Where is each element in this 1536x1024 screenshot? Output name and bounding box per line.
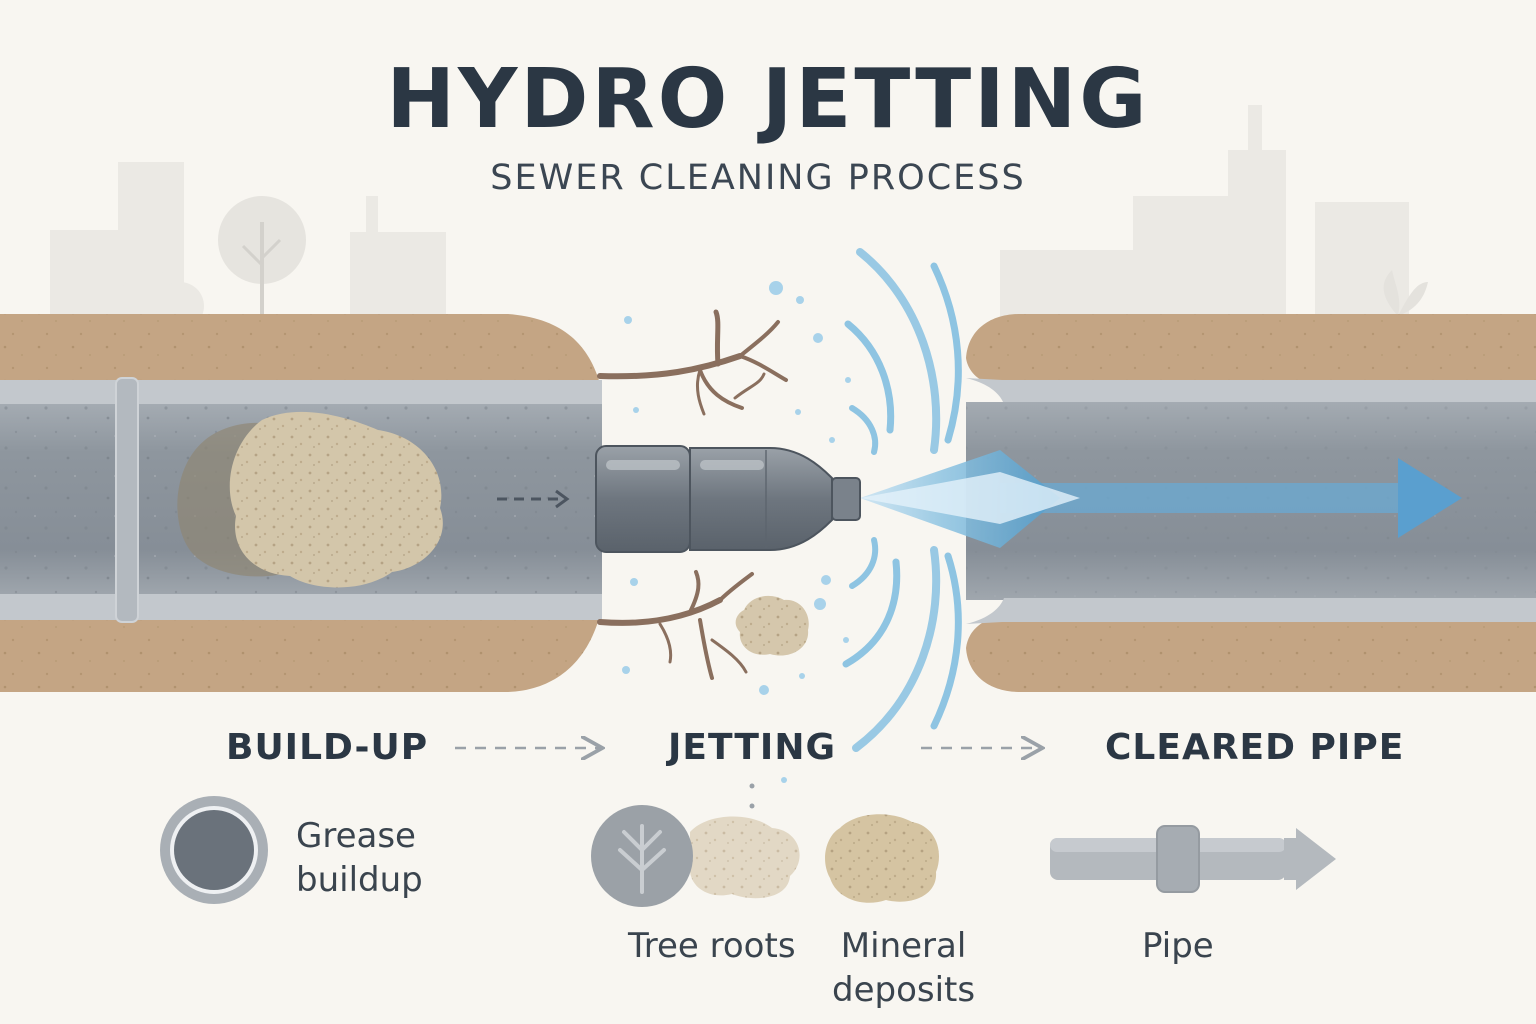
pipe-joint	[115, 377, 139, 623]
stage-label-cleared-pipe: CLEARED PIPE	[1105, 727, 1405, 768]
stage-label-buildup: BUILD-UP	[226, 727, 429, 768]
pipe-wall-bottom	[0, 594, 602, 620]
legend-grease-line2: buildup	[296, 860, 423, 900]
water-spray	[842, 248, 962, 752]
legend-grease-label: Grease buildup	[296, 814, 423, 902]
tree-roots-icon	[591, 805, 800, 907]
legend-tree-roots-label: Tree roots	[628, 926, 796, 966]
grease-buildup-icon	[160, 796, 268, 904]
legend-mineral-label: Mineral deposits	[832, 924, 975, 1012]
legend-pipe-label: Pipe	[1142, 926, 1214, 966]
jet-nozzle	[595, 445, 861, 553]
tree-roots	[597, 309, 788, 680]
left-pipe-section	[0, 314, 602, 692]
legend-grease-line1: Grease	[296, 816, 416, 856]
pipe-icon	[1050, 825, 1336, 893]
plant-silhouette-icon	[1383, 270, 1428, 316]
stage-label-jetting: JETTING	[668, 727, 836, 768]
page-title: HYDRO JETTING	[386, 52, 1150, 147]
connector-dots	[749, 783, 755, 809]
legend-mineral-line2: deposits	[832, 970, 976, 1010]
mineral-deposits-icon	[825, 814, 939, 903]
page-subtitle: SEWER CLEANING PROCESS	[490, 158, 1026, 198]
legend-mineral-line1: Mineral	[840, 926, 967, 966]
tree-silhouette-icon	[218, 196, 306, 318]
water-droplets	[622, 281, 851, 783]
pipe-wall-top	[0, 380, 602, 406]
